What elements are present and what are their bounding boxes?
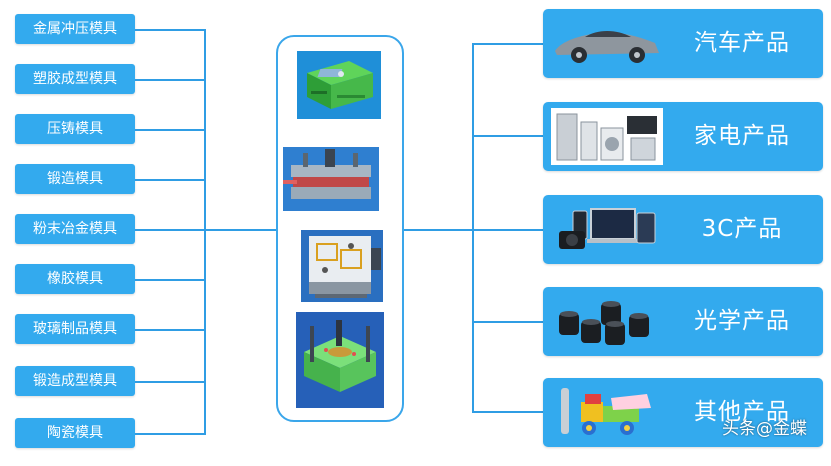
right-item-label: 光学产品	[694, 308, 790, 334]
die-casting-mold-image	[301, 230, 383, 302]
right-item-3c-electronics: 3C产品	[543, 195, 823, 264]
home-appliances-image	[551, 108, 663, 165]
right-item-automotive: 汽车产品	[543, 9, 823, 78]
left-item-label: 金属冲压模具	[33, 21, 117, 37]
left-item-ceramic-mold: 陶瓷模具	[15, 418, 135, 448]
injection-mold-image	[297, 51, 381, 119]
right-item-label: 其他产品	[694, 399, 790, 425]
right-item-other-products: 其他产品	[543, 378, 823, 447]
right-item-label: 3C产品	[701, 216, 783, 242]
left-item-forge-forming-mold: 锻造成型模具	[15, 366, 135, 396]
left-item-forging-mold: 锻造模具	[15, 164, 135, 194]
left-item-label: 粉末冶金模具	[33, 221, 117, 237]
multi-cavity-mold-image	[296, 312, 384, 408]
left-item-glass-product-mold: 玻璃制品模具	[15, 314, 135, 344]
lenses-image	[551, 293, 663, 350]
left-item-label: 陶瓷模具	[47, 425, 103, 441]
electronics-image	[551, 201, 663, 258]
left-item-rubber-mold: 橡胶模具	[15, 264, 135, 294]
car-image	[551, 15, 663, 72]
left-item-die-casting-mold: 压铸模具	[15, 114, 135, 144]
left-item-label: 锻造成型模具	[33, 373, 117, 389]
left-item-label: 橡胶模具	[47, 271, 103, 287]
right-item-home-appliances: 家电产品	[543, 102, 823, 171]
toy-truck-image	[551, 384, 663, 441]
left-item-label: 锻造模具	[47, 171, 103, 187]
left-item-plastic-molding-mold: 塑胶成型模具	[15, 64, 135, 94]
left-item-label: 压铸模具	[47, 121, 103, 137]
left-item-label: 塑胶成型模具	[33, 71, 117, 87]
watermark: 头条@金蝶	[722, 419, 807, 439]
right-item-label: 家电产品	[694, 123, 790, 149]
left-item-label: 玻璃制品模具	[33, 321, 117, 337]
right-item-optical: 光学产品	[543, 287, 823, 356]
right-item-label: 汽车产品	[694, 30, 790, 56]
left-item-metal-stamping-mold: 金属冲压模具	[15, 14, 135, 44]
left-item-powder-metallurgy-mold: 粉末冶金模具	[15, 214, 135, 244]
stamping-die-image	[283, 147, 379, 211]
